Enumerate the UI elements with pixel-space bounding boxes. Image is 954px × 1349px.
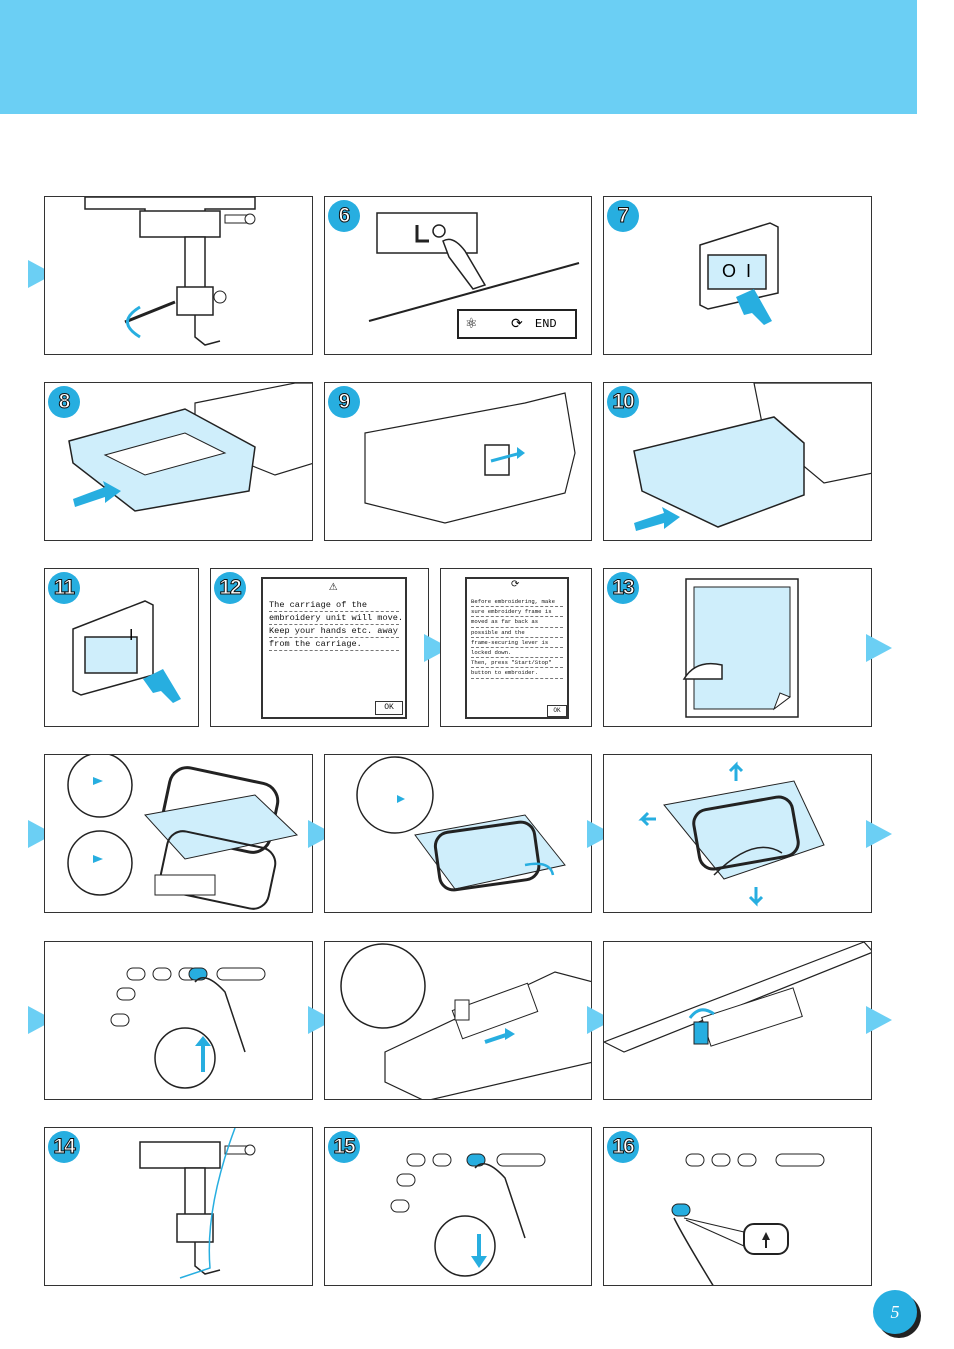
lock-lever-illustration [604,942,871,1053]
ok-button[interactable]: OK [375,701,403,715]
lcd-warning-screen: ⚠ The carriage of the embroidery unit wi… [261,577,407,719]
power-switch-illustration [699,222,779,325]
panel-step-15: 15 [324,1127,592,1286]
panel-step-10: 10 [603,382,872,541]
step-number: 9 [328,386,360,418]
switch-off-label: O [722,261,737,281]
warning-icon: ⚠ [329,579,338,595]
thread-presser-illustration [139,1128,256,1279]
switch-on-label: I [746,261,752,281]
panel-step-16: 16 [603,1127,872,1286]
ok-button[interactable]: OK [547,705,567,717]
panel-presser-foot [44,196,313,355]
step-number: 12 [214,572,246,604]
rotate-icon: ⟳ [511,315,523,331]
panel-step-8: 8 [44,382,313,541]
instruction-line: sure embroidery frame is [471,607,563,618]
needle-position-illustration [368,212,580,322]
panel-step-12b: ⟳ Before embroidering, make sure embroid… [440,568,592,727]
panel-step-9: 9 [324,382,592,541]
step-number: 7 [607,200,639,232]
step-number: 15 [328,1131,360,1163]
instruction-line: moved as far back as [471,617,563,628]
flow-arrow [866,820,892,848]
step-number: 16 [607,1131,639,1163]
insert-fabric-illustration [356,756,566,892]
panel-lock-lever [603,941,872,1100]
panel-step-11: 11 I [44,568,199,727]
panel-attach-hoop [324,941,592,1100]
stretch-fabric-illustration [638,761,825,907]
presser-lever-button-illustration [110,967,266,1089]
lower-presser-button-illustration [390,1153,546,1277]
flow-arrow [866,634,892,662]
panel-raise-presser [44,941,313,1100]
panel-step-6: 6 ⚛ ⟳ END [324,196,592,355]
instruction-line: Then, press "Start/Stop" [471,658,563,669]
end-label: END [535,317,557,331]
step-number: 11 [48,572,80,604]
presser-foot-illustration [84,197,256,346]
instruction-line: possible and the [471,628,563,638]
lcd-instruction-screen: ⟳ Before embroidering, make sure embroid… [465,577,569,719]
stabilizer-ironing-illustration [682,578,799,718]
remove-accessory-table-illustration [68,383,312,512]
start-stop-button-illustration [671,1153,825,1285]
step-number: 14 [48,1131,80,1163]
flow-arrow [866,1006,892,1034]
hoop-fabric-illustration [67,755,299,910]
instruction-line: Before embroidering, make [471,597,563,608]
rotate-icon: ⟳ [511,580,520,591]
instruction-line: button to embroider. [471,668,563,679]
panel-step-12: 12 ⚠ The carriage of the embroidery unit… [210,568,429,727]
attach-embroidery-unit-illustration [633,383,871,531]
panel-step-7: 7 O I [603,196,872,355]
power-on-switch-illustration [72,600,181,703]
page-number: 5 [873,1290,917,1334]
panel-step-14: 14 [44,1127,313,1286]
panel-hoop-fabric [44,754,313,913]
warning-line: Keep your hands etc. away [269,626,399,638]
panel-stretch-fabric [603,754,872,913]
step-number: 6 [328,200,360,232]
switch-on-label: I [129,627,134,644]
warning-line: The carriage of the [269,599,399,612]
warning-line: embroidery unit will move. [269,613,404,625]
step-number: 10 [607,386,639,418]
header-banner [0,0,917,114]
step-number: 8 [48,386,80,418]
panel-insert-fabric [324,754,592,913]
unit-connector-illustration [364,392,576,524]
lcd-end-display: ⚛ ⟳ END [457,309,577,339]
attach-hoop-illustration [340,943,591,1099]
foot-icon: ⚛ [465,315,478,331]
panel-step-13: 13 [603,568,872,727]
instruction-line: locked down. [471,648,563,659]
step-number: 13 [607,572,639,604]
instruction-line: frame-securing lever is [471,638,563,649]
warning-line: from the carriage. [269,638,399,651]
